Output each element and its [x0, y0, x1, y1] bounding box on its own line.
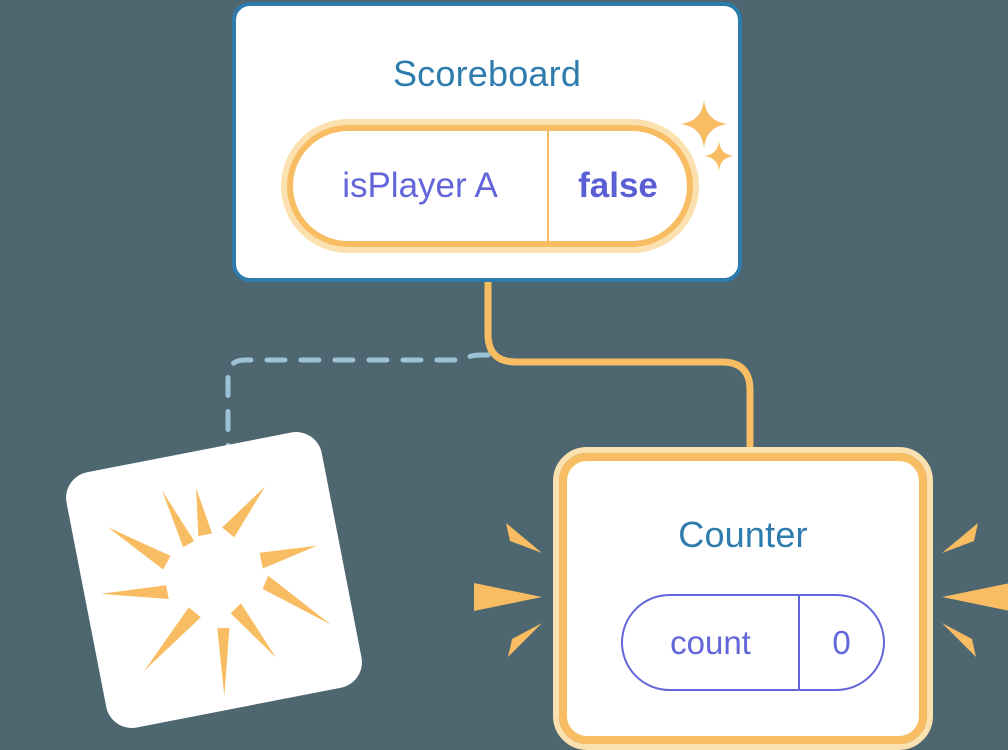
scoreboard-pill-value: false: [578, 166, 658, 205]
counter-card-body[interactable]: Counter count 0: [559, 453, 927, 744]
scoreboard-pill-body[interactable]: isPlayer A false: [287, 125, 693, 247]
scoreboard-pill-key: isPlayer A: [293, 131, 549, 241]
connector-solid-path: [484, 282, 754, 462]
counter-pill[interactable]: count 0: [621, 594, 885, 691]
scoreboard-title: Scoreboard: [392, 53, 582, 94]
scoreboard-card[interactable]: Scoreboard isPlayer A false: [232, 2, 742, 282]
sparkle-small-icon: [704, 141, 734, 171]
burst-rays-icon: [100, 486, 331, 697]
counter-burst-rays-right-icon: [942, 523, 1008, 657]
pop-burst-card[interactable]: [61, 427, 367, 733]
counter-pill-value: 0: [832, 623, 851, 661]
counter-title: Counter: [678, 514, 808, 555]
counter-burst-rays-left-icon: [474, 523, 542, 657]
counter-card[interactable]: Counter count 0: [553, 447, 933, 750]
counter-pill-key: count: [623, 596, 800, 689]
scoreboard-pill[interactable]: isPlayer A false: [281, 119, 699, 253]
sparkle-large-icon: [680, 100, 728, 148]
scoreboard-pill-halo: [281, 119, 699, 253]
